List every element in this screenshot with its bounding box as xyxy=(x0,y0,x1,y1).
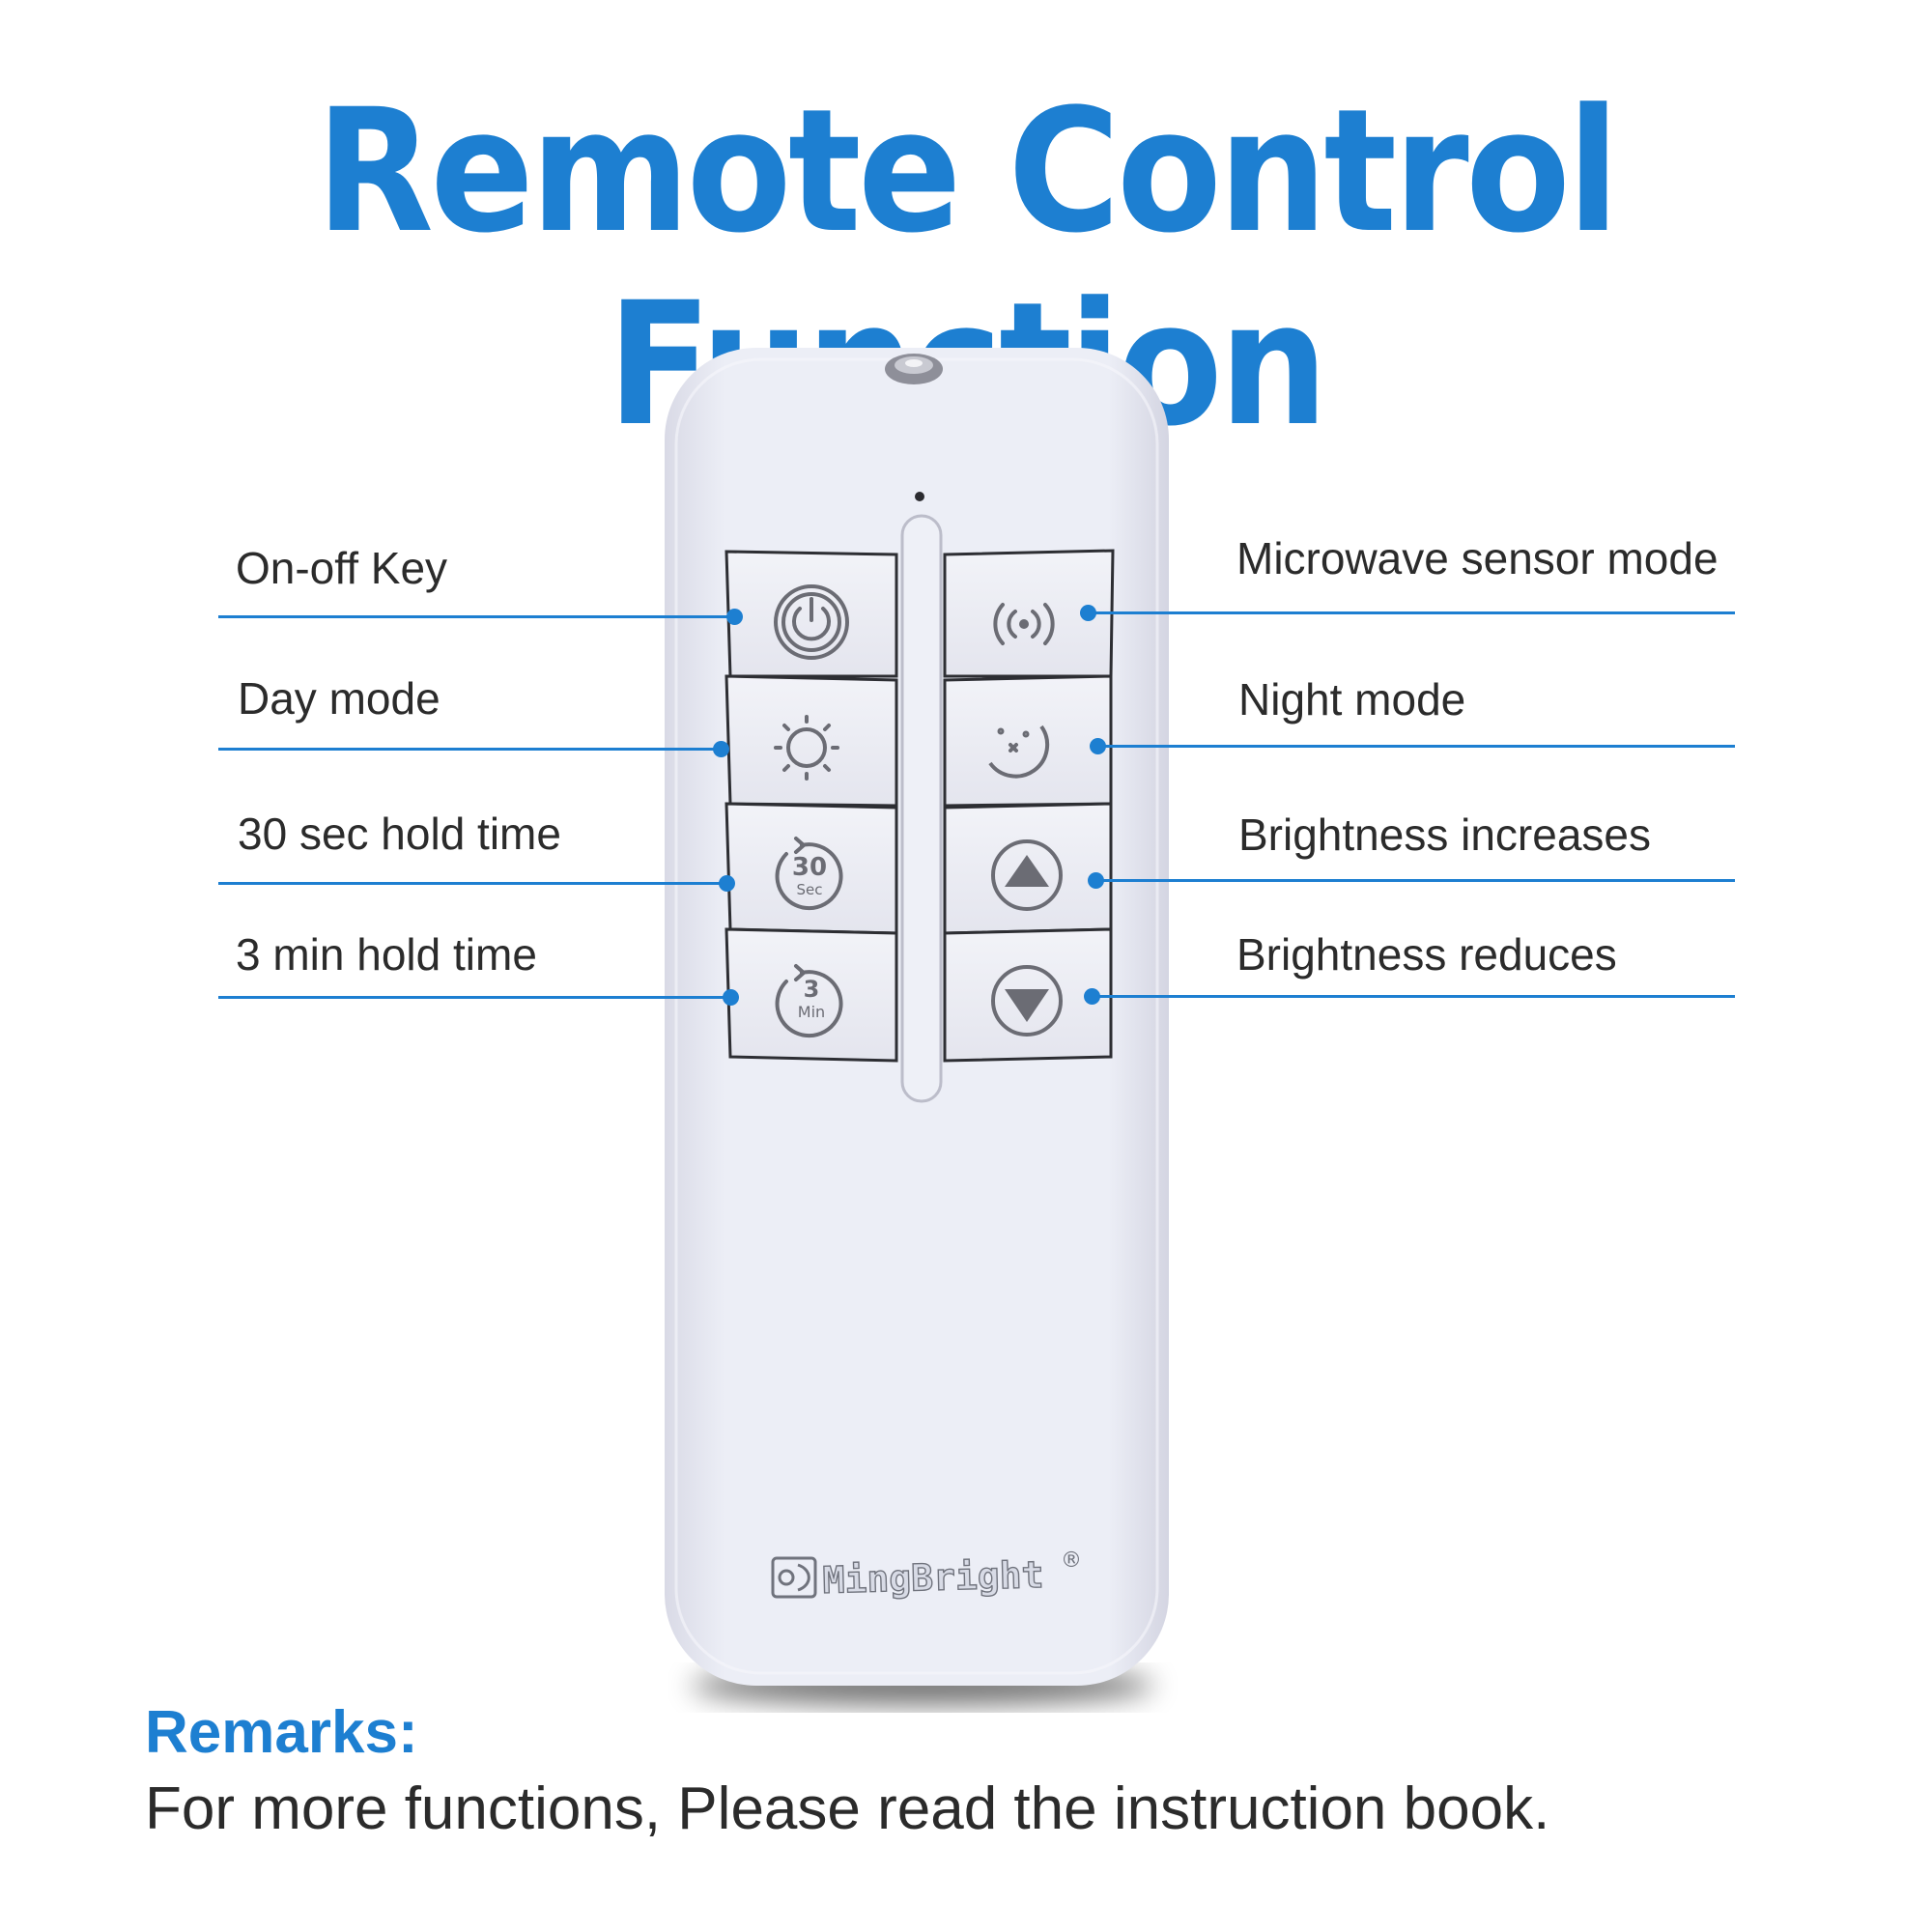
callout-line-night-mode xyxy=(1097,745,1735,748)
sensor-waves-icon xyxy=(993,603,1055,645)
indicator-led xyxy=(915,492,924,501)
label-30-sec: 30 sec hold time xyxy=(238,809,561,859)
callout-dot-3-min xyxy=(723,989,739,1006)
brand-mark-icon xyxy=(771,1556,817,1599)
callout-dot-microwave-sensor xyxy=(1080,605,1096,621)
triangle-down-icon xyxy=(991,965,1063,1037)
min-value-text: 3 xyxy=(804,976,820,1003)
label-3-min: 3 min hold time xyxy=(236,929,537,980)
sun-icon xyxy=(774,715,839,781)
triangle-up-icon xyxy=(991,839,1063,911)
right-key-column xyxy=(943,549,1115,1063)
callout-dot-on-off xyxy=(726,609,743,625)
callout-dot-day-mode xyxy=(713,741,729,757)
callout-line-on-off xyxy=(218,615,734,618)
key-night-mode[interactable] xyxy=(943,674,1113,808)
key-3-min[interactable] xyxy=(724,927,898,1063)
min-unit-text: Min xyxy=(798,1003,825,1021)
brand-logo: MingBright ® xyxy=(771,1548,1082,1603)
remarks-text: For more functions, Please read the inst… xyxy=(145,1776,1550,1842)
center-divider xyxy=(900,514,943,1103)
callout-line-day-mode xyxy=(218,748,721,751)
callout-line-30-sec xyxy=(218,882,728,885)
moon-stars-icon xyxy=(988,724,1050,779)
sec-value-text: 30 xyxy=(792,853,827,882)
callout-line-brightness-reduces xyxy=(1092,995,1735,998)
label-microwave-sensor: Microwave sensor mode xyxy=(1236,533,1719,583)
callout-line-3-min xyxy=(218,996,732,999)
callout-dot-night-mode xyxy=(1090,738,1106,754)
brand-registered-mark: ® xyxy=(1061,1548,1082,1573)
label-day-mode: Day mode xyxy=(238,673,440,724)
left-key-column xyxy=(724,550,898,1063)
key-day-mode[interactable] xyxy=(724,674,898,808)
power-icon xyxy=(774,584,849,660)
timer-3-min-icon xyxy=(775,964,843,1038)
remarks-heading: Remarks: xyxy=(145,1699,418,1766)
callout-dot-brightness-increases xyxy=(1088,872,1104,889)
label-brightness-increases: Brightness increases xyxy=(1238,810,1651,860)
brand-name: MingBright xyxy=(822,1553,1044,1602)
callout-dot-brightness-reduces xyxy=(1084,988,1100,1005)
callout-line-microwave-sensor xyxy=(1088,611,1735,614)
label-night-mode: Night mode xyxy=(1238,674,1466,724)
callout-dot-30-sec xyxy=(719,875,735,892)
timer-30-sec-icon xyxy=(775,837,843,911)
label-brightness-reduces: Brightness reduces xyxy=(1236,929,1617,980)
label-on-off-key: On-off Key xyxy=(236,543,448,593)
sec-unit-text: Sec xyxy=(797,881,823,898)
callout-line-brightness-increases xyxy=(1095,879,1735,882)
